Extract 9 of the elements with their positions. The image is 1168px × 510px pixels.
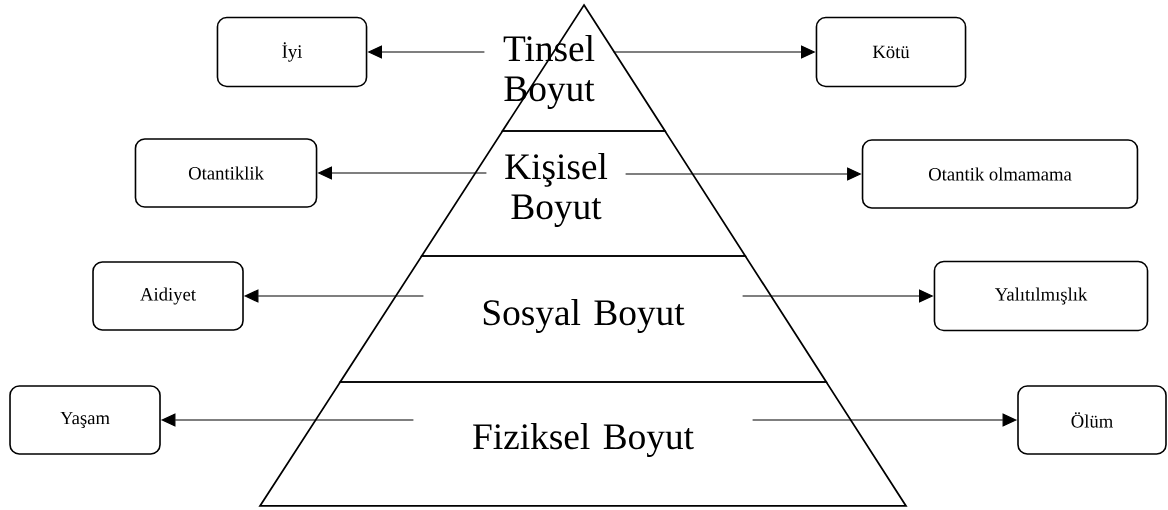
text-box: Yaşam (9, 385, 161, 455)
text-box: İyi (216, 16, 368, 88)
text-box: Yalıtılmışlık (933, 260, 1149, 332)
text-box: Otantiklik (134, 138, 318, 208)
text-box: Ölüm (1017, 385, 1167, 455)
text-box: Kötü (815, 16, 967, 88)
text-box: Aidiyet (92, 261, 244, 331)
text-box: Otantik olmamama (861, 139, 1139, 209)
pyramid-band: Kişisel Boyut (420, 130, 747, 257)
